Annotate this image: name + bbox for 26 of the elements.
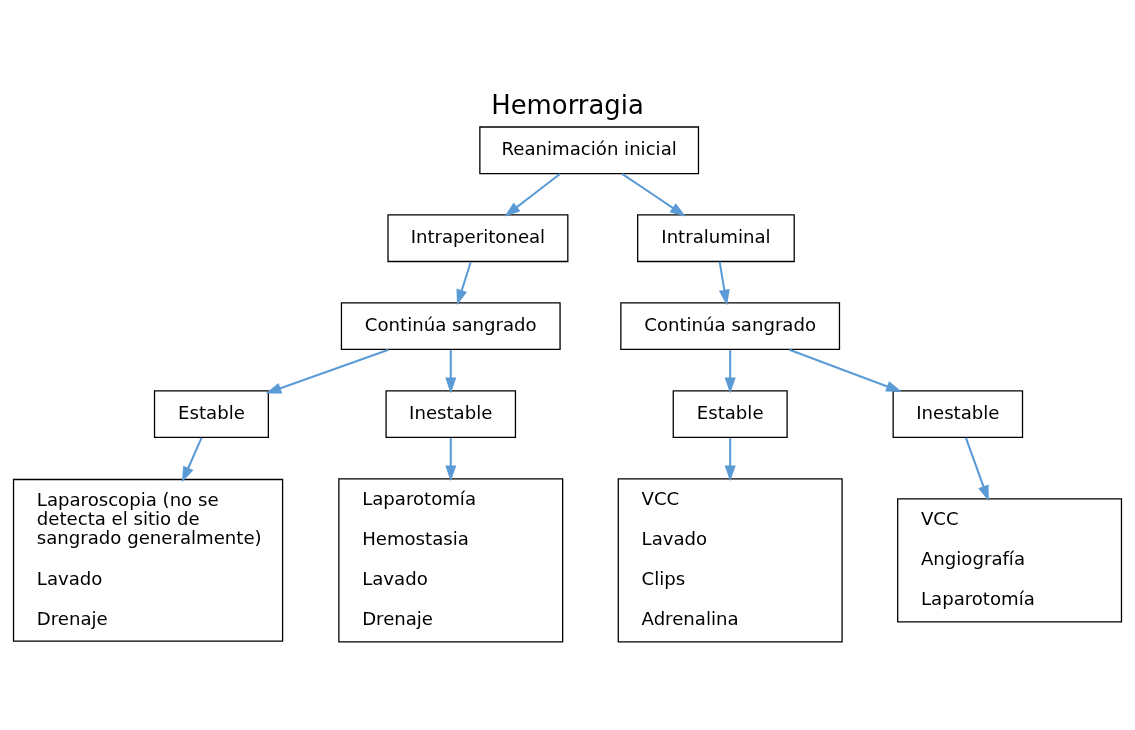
node-box: Intraluminal: [637, 214, 795, 263]
node-box: VCC Angiografía Laparotomía: [897, 498, 1123, 623]
arrow: [789, 348, 902, 392]
arrow: [265, 348, 389, 394]
node-box: Laparotomía Hemostasia Lavado Drenaje: [338, 478, 564, 643]
arrow: [504, 173, 561, 217]
node-box: Estable: [672, 390, 788, 439]
arrow: [456, 261, 472, 306]
arrow: [621, 172, 686, 217]
node-box: Inestable: [892, 390, 1024, 439]
arrow: [724, 437, 736, 482]
arrow: [181, 437, 203, 483]
node-box: Continúa sangrado: [620, 302, 841, 351]
node-box: VCC Lavado Clips Adrenalina: [617, 478, 843, 643]
node-box: Laparoscopia (no se detecta el sitio de sangrado generalmente) Lavado Drenaje: [12, 478, 284, 642]
arrow: [445, 349, 457, 394]
diagram-title: Hemorragia: [491, 90, 644, 121]
arrow: [718, 261, 730, 306]
node-box: Estable: [153, 390, 269, 439]
node-box: Inestable: [385, 390, 517, 439]
node-box: Continúa sangrado: [340, 302, 561, 351]
node-box: Reanimación inicial: [479, 126, 700, 175]
arrow: [964, 437, 989, 502]
arrow: [445, 437, 457, 482]
arrow: [724, 349, 736, 394]
node-box: Intraperitoneal: [387, 214, 569, 263]
